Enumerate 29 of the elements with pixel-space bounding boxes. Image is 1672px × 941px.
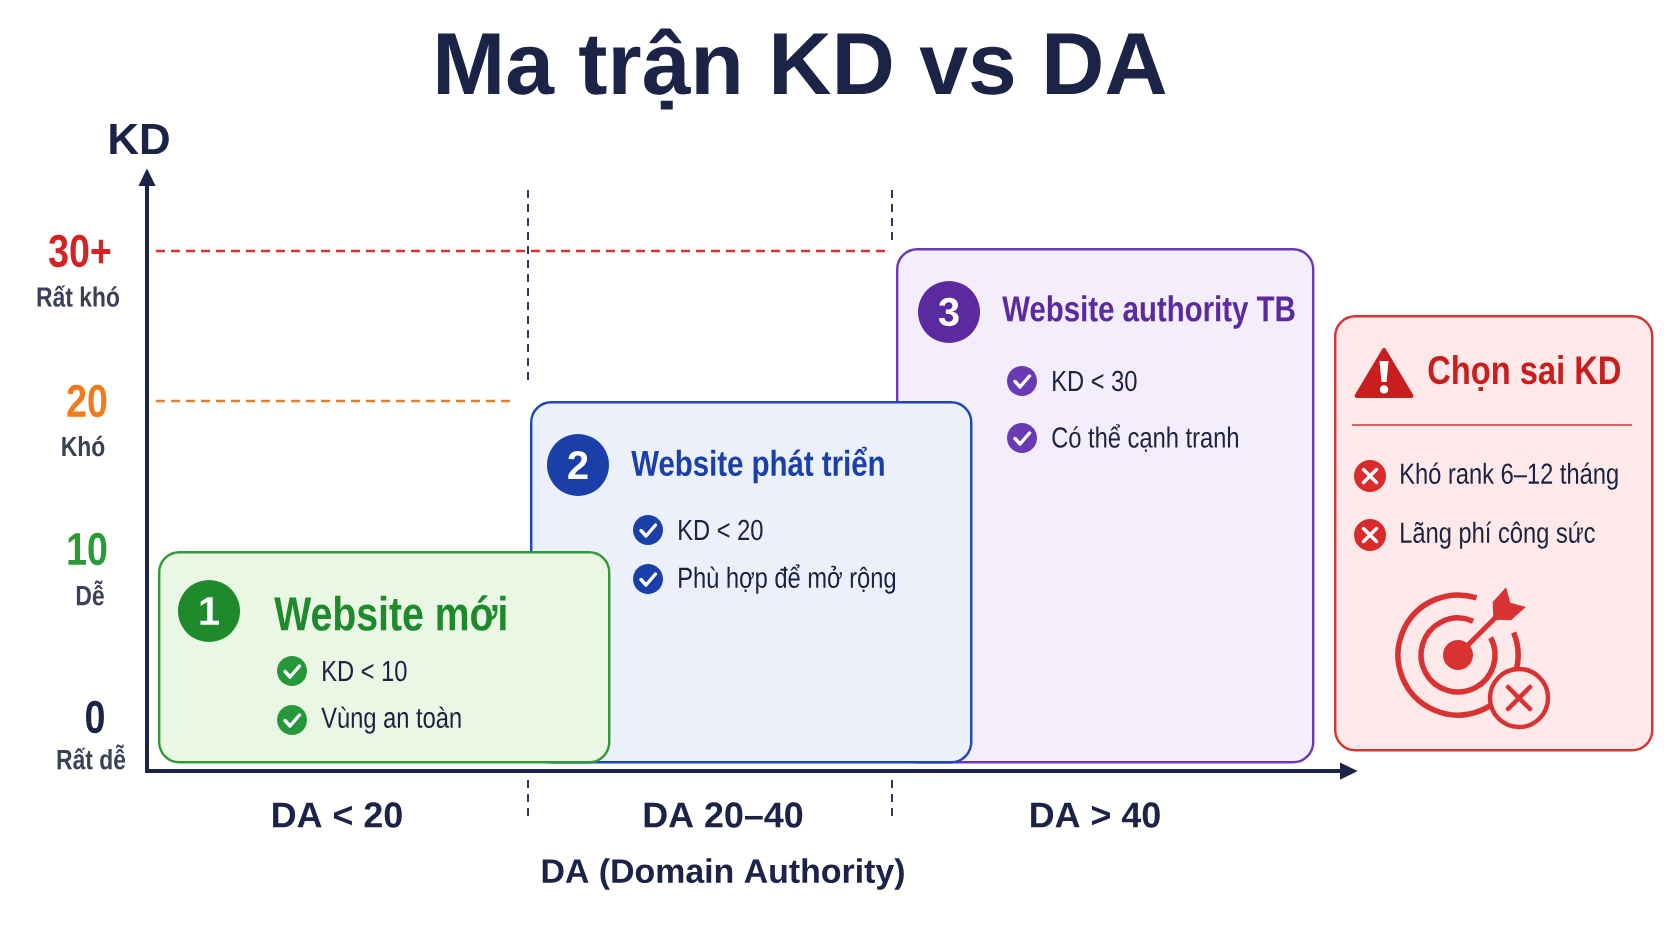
level-label: Rất dễ bbox=[57, 744, 126, 770]
tick-value: 30+ bbox=[49, 234, 111, 268]
level-label: Dễ bbox=[76, 580, 104, 606]
number-badge: 1 bbox=[178, 580, 240, 642]
level-label: Rất khó bbox=[37, 285, 119, 307]
card-heading: Website phát triển bbox=[631, 446, 884, 484]
tick-value: 20 bbox=[67, 384, 107, 418]
category-label: DA 20–40 bbox=[644, 802, 803, 828]
list-item: Khó rank 6–12 tháng bbox=[1401, 462, 1618, 490]
list-item: Có thể cạnh tranh bbox=[1052, 424, 1238, 452]
tick-value: 0 bbox=[86, 700, 104, 734]
list-item: KD < 20 bbox=[679, 519, 763, 541]
card-heading: Chọn sai KD bbox=[1428, 355, 1621, 391]
number-badge: 3 bbox=[918, 281, 980, 343]
category-label: DA < 20 bbox=[273, 802, 402, 828]
list-item: KD < 10 bbox=[323, 660, 407, 682]
category-label: DA > 40 bbox=[1031, 802, 1160, 828]
card-heading: Website mới bbox=[274, 595, 506, 631]
number-badge: 2 bbox=[547, 434, 609, 496]
axis-title: DA (Domain Authority) bbox=[542, 858, 904, 890]
card-heading: Website authority TB bbox=[1002, 295, 1295, 329]
list-item: Vùng an toàn bbox=[321, 706, 461, 734]
list-item: Phù hợp để mở rộng bbox=[679, 564, 896, 594]
level-label: Khó bbox=[62, 435, 105, 457]
axis-title: KD bbox=[110, 123, 169, 155]
tick-value: 10 bbox=[68, 532, 107, 566]
title: Ma trận KD vs DA bbox=[438, 28, 1166, 110]
list-item: KD < 30 bbox=[1053, 370, 1137, 392]
list-item: Lãng phí công sức bbox=[1401, 521, 1595, 549]
